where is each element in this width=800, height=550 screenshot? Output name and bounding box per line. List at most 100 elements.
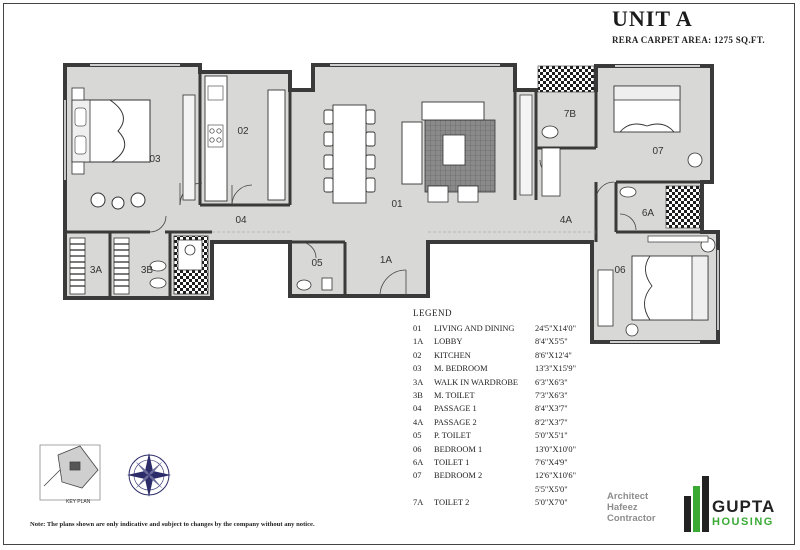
unit-title: UNIT A (612, 6, 693, 31)
legend-row: 02 KITCHEN 8'6"X12'4" (413, 349, 613, 362)
architect-credit: Architect Hafeez Contractor (607, 491, 656, 524)
legend-row-number: 3A (413, 377, 424, 387)
legend-row-number: 04 (413, 404, 422, 414)
legend-row: 05 P. TOILET 5'0"X5'1" (413, 429, 613, 442)
legend-row-number: 01 (413, 324, 422, 333)
room-label: 04 (235, 215, 247, 226)
legend-row-number: 07 (413, 471, 422, 481)
legend-row-dimension: 7'6"X4'9" (535, 457, 568, 467)
legend-row-dimension: 8'4"X5'5" (535, 337, 568, 347)
legend-row-number: 03 (413, 364, 422, 374)
bedroom-2-furniture (537, 65, 703, 197)
interior-walls (65, 72, 718, 298)
windows (64, 64, 719, 343)
disclaimer-note: Note: The plans shown are only indicativ… (30, 521, 315, 528)
legend-row-name (434, 483, 535, 496)
legend-row-number: 05 (413, 431, 422, 441)
room-label: 06 (614, 265, 626, 276)
room-label: 1A (380, 255, 393, 266)
legend-row-dimension: 6'3"X6'3" (535, 377, 568, 387)
room-label: 01 (391, 199, 403, 210)
legend-row-name: WALK IN WARDROBE (434, 377, 519, 387)
legend-heading: LEGEND (413, 308, 452, 318)
legend-row-name: PASSAGE 1 (434, 404, 477, 414)
legend-row-number (413, 483, 434, 496)
legend-row-name: TOILET 1 (434, 457, 470, 467)
brand-name: GUPTA (712, 497, 776, 516)
legend-row-name: PASSAGE 2 (434, 417, 477, 427)
powder-toilet-fixtures (296, 277, 333, 291)
legend-row-name: BEDROOM 2 (434, 471, 483, 481)
room-label: 3B (141, 265, 154, 276)
legend-row-dimension: 8'4"X3'7" (535, 404, 568, 414)
legend-row-dimension: 13'3"X15'9" (535, 364, 577, 374)
legend-row-dimension: 13'0"X10'0" (535, 444, 577, 454)
legend-row-name: M. TOILET (434, 390, 475, 400)
room-label: 7B (564, 109, 577, 120)
legend-row-dimension: 5'0"X5'1" (535, 431, 568, 441)
legend-row: 7A TOILET 2 5'0"X7'0" (413, 496, 613, 509)
legend-row: 01 LIVING AND DINING 24'5"X14'0" (413, 322, 613, 335)
room-label: 6A (642, 208, 655, 219)
brand-subname: HOUSING (712, 516, 774, 528)
room-label: 05 (311, 258, 323, 269)
legend-row-number: 4A (413, 417, 424, 427)
legend-row: 3A WALK IN WARDROBE 6'3"X6'3" (413, 376, 613, 389)
legend-row-dimension: 8'6"X12'4" (535, 350, 572, 360)
kitchen-counters (204, 75, 286, 202)
master-bed (71, 87, 151, 175)
architect-line: Architect (607, 491, 649, 502)
room-label: 3A (90, 265, 103, 276)
legend-row: 3B M. TOILET 7'3"X6'3" (413, 389, 613, 402)
legend-row: 06 BEDROOM 1 13'0"X10'0" (413, 443, 613, 456)
key-plan-label: KEY PLAN (66, 499, 91, 505)
architect-line: Contractor (607, 513, 656, 524)
legend-row-name: TOILET 2 (434, 498, 470, 508)
architect-line: Hafeez (607, 502, 638, 513)
room-label: 07 (652, 146, 664, 157)
legend-row-dimension: 24'5"X14'0" (535, 324, 577, 333)
master-seating (90, 94, 196, 210)
living-furniture (401, 94, 533, 203)
master-toilet-fixtures (149, 235, 209, 295)
legend-row: 07 BEDROOM 2 12'6"X10'6" (413, 469, 613, 482)
legend-row-name: LIVING AND DINING (434, 324, 515, 333)
room-label: 03 (149, 154, 161, 165)
toilet-6a-fixtures (619, 185, 701, 229)
room-labels: 01 1A 02 03 3A 3B 04 4A 05 06 6A 07 7B (90, 109, 664, 276)
legend-row-dimension: 12'6"X10'6" (535, 471, 577, 481)
wardrobe-3a (69, 237, 130, 295)
room-label: 02 (237, 126, 249, 137)
legend-row-number: 7A (413, 498, 424, 508)
gupta-logo-icon (684, 476, 709, 532)
legend-row-dimension: 8'2"X3'7" (535, 417, 568, 427)
legend-row-number: 3B (413, 390, 423, 400)
legend-row-dimension: 7'3"X6'3" (535, 390, 568, 400)
dining-table (323, 104, 376, 204)
door-swings (149, 159, 637, 297)
legend-row-name: KITCHEN (434, 350, 471, 360)
legend-row-name: P. TOILET (434, 431, 471, 441)
compass-rose-icon (127, 453, 171, 497)
legend-row-number: 6A (413, 457, 424, 467)
legend-row-name: BEDROOM 1 (434, 444, 483, 454)
carpet-area-label: RERA CARPET AREA: 1275 SQ.FT. (612, 35, 765, 45)
legend-row: 6A TOILET 1 7'6"X4'9" (413, 456, 613, 469)
legend-row: 04 PASSAGE 1 8'4"X3'7" (413, 402, 613, 415)
legend-row-name: M. BEDROOM (434, 364, 488, 374)
legend-row: 4A PASSAGE 2 8'2"X3'7" (413, 416, 613, 429)
legend-row-name: LOBBY (434, 337, 463, 347)
page-frame (3, 3, 795, 545)
legend-row-dimension: 5'5"X5'0" (535, 484, 568, 494)
key-plan (39, 444, 101, 501)
room-label: 4A (560, 215, 573, 226)
legend-row-number: 06 (413, 444, 422, 454)
legend-row-number: 02 (413, 350, 422, 360)
legend-row: 03 M. BEDROOM 13'3"X15'9" (413, 362, 613, 375)
legend-row: 5'5"X5'0" (413, 483, 613, 496)
legend-row-dimension: 5'0"X7'0" (535, 498, 568, 508)
